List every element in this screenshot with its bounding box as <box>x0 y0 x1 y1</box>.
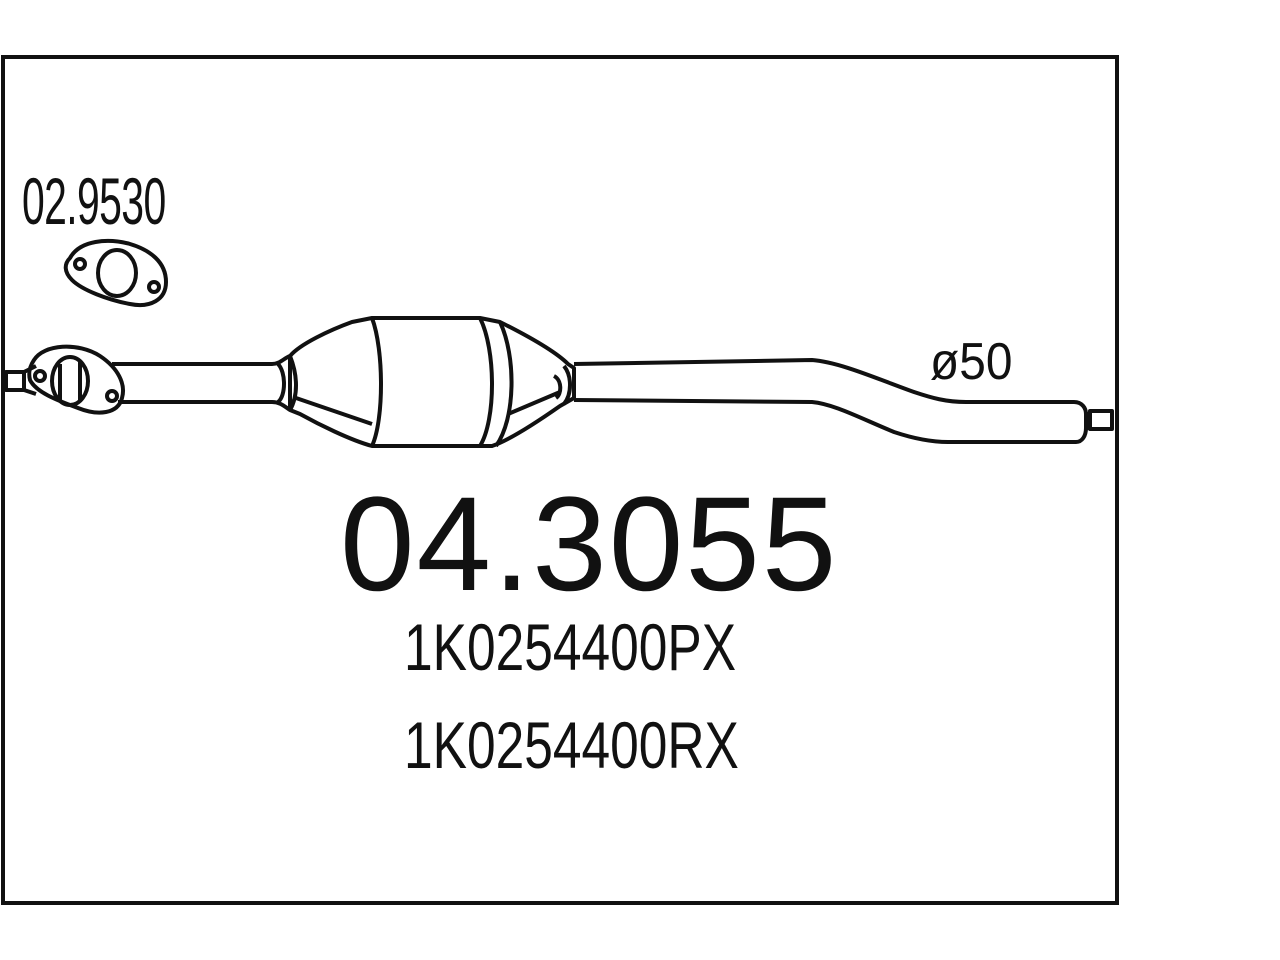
gasket-icon <box>63 238 168 307</box>
oe-reference: 1K0254400PX <box>404 610 737 684</box>
part-number-title: 04.3055 <box>340 470 839 619</box>
pipe-diameter-label: ø50 <box>930 333 1013 391</box>
inlet-flange-icon <box>4 344 125 415</box>
oe-reference: 1K0254400RX <box>404 708 739 782</box>
catalytic-converter-icon <box>288 316 576 448</box>
gasket-code-label: 02.9530 <box>22 164 166 238</box>
outlet-pipe <box>573 358 1114 444</box>
diagram-frame <box>1 55 1119 905</box>
inlet-pipe <box>112 354 292 412</box>
